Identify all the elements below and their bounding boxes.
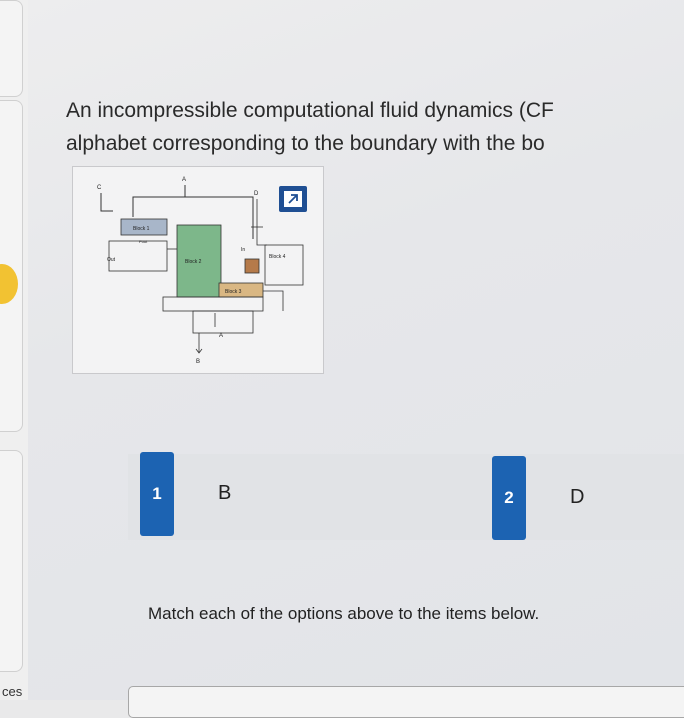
match-instruction: Match each of the options above to the i… — [148, 604, 540, 623]
label-a-bottom: A — [219, 333, 223, 339]
label-in: In — [241, 247, 245, 253]
sidebar-card[interactable] — [0, 0, 23, 97]
expand-image-button[interactable] — [279, 186, 307, 212]
answer-dropdown[interactable] — [128, 686, 684, 718]
label-block2: Block 2 — [185, 259, 202, 265]
label-b: B — [196, 359, 200, 365]
status-indicator-dot — [0, 264, 18, 304]
option-1-badge[interactable]: 1 — [140, 452, 174, 536]
label-pout: Pout — [139, 239, 148, 244]
sidebar-card[interactable] — [0, 100, 23, 432]
option-2-text[interactable]: D — [570, 486, 585, 508]
label-block4: Block 4 — [269, 254, 286, 260]
option-1-text[interactable]: B — [218, 482, 232, 504]
label-out: Out — [107, 257, 116, 263]
label-block1: Block 1 — [133, 226, 150, 232]
label-block3: Block 3 — [225, 289, 242, 295]
options-band — [128, 454, 684, 540]
option-2-badge[interactable]: 2 — [492, 456, 526, 540]
question-line-1: An incompressible computational fluid dy… — [66, 99, 554, 122]
sidebar-label[interactable]: ces — [2, 684, 23, 699]
left-sidebar: ces — [0, 0, 29, 700]
label-a-top: A — [182, 177, 186, 183]
label-d: D — [254, 191, 259, 197]
boundary-diagram: C A D Block 1 Out Pout Block 2 In Block … — [97, 177, 304, 365]
expand-arrow-icon — [284, 191, 302, 207]
question-panel: An incompressible computational fluid dy… — [28, 0, 684, 718]
question-line-2: alphabet corresponding to the boundary w… — [66, 132, 545, 155]
question-text: An incompressible computational fluid dy… — [66, 94, 684, 160]
label-c: C — [97, 185, 102, 191]
sidebar-card[interactable] — [0, 450, 23, 672]
